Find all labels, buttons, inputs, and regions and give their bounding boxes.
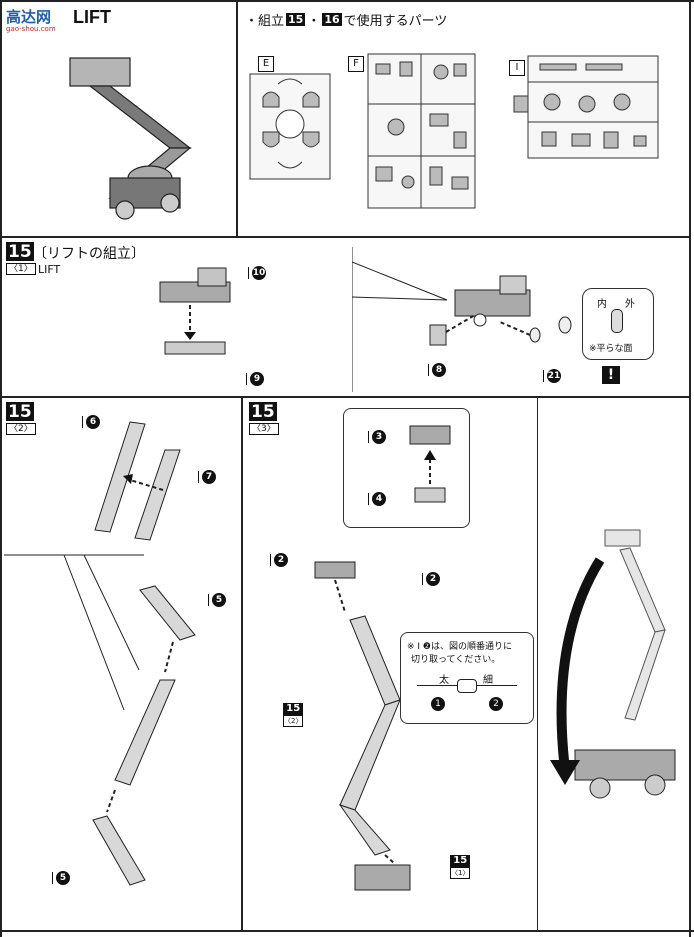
cutting-order-note: ※ I ❷は、図の順番通りに 切り取ってください。 太 細 1 2 [400, 632, 534, 724]
zoom-lines-15-2 [4, 554, 144, 711]
zoom-lines-15-1 [352, 247, 448, 392]
part-ref-8: 8 [428, 363, 446, 377]
part-ref-2-left: 2 [270, 553, 288, 567]
step-15-1-subtag: 〈1〉 [6, 263, 36, 275]
part-ref-2-right: 2 [422, 572, 440, 586]
divider-step2-3 [241, 397, 243, 932]
part-ref-4: 4 [368, 492, 386, 506]
part-ref-6: 6 [82, 415, 100, 429]
panel-border-right [689, 0, 691, 937]
step-15-1-number: 15 [6, 242, 34, 262]
runner-label-i: I [509, 60, 525, 76]
parts-used-heading: ・組立 15 ・ 16 で使用するパーツ [245, 13, 448, 29]
part-ref-3: 3 [368, 430, 386, 444]
step-15-1-sublabel: LIFT [38, 263, 61, 276]
part-ref-21: 21 [543, 369, 561, 383]
runner-i [513, 55, 659, 159]
part-ref-10: 10 [248, 266, 266, 280]
watermark-logo: 高达网 gao-shou.com [6, 8, 56, 33]
panel-border-bottom [0, 930, 694, 932]
runner-label-e: E [258, 56, 274, 72]
inner-outer-indicator: 内 外 ※平らな面 [582, 288, 654, 360]
lift-illustration [69, 57, 192, 220]
runner-label-f: F [348, 56, 364, 72]
step-15-2-number: 15 [6, 402, 34, 422]
divider-step1 [0, 396, 691, 398]
part-ref-5-bottom: 5 [52, 871, 70, 885]
part-ref-9: 9 [246, 372, 264, 386]
runner-f [367, 53, 476, 209]
caution-icon: ! [602, 366, 620, 384]
panel-border-top [0, 0, 694, 2]
step-15-1-title: 〔リフトの組立〕 [33, 246, 145, 262]
runner-e [249, 73, 331, 180]
ref-step-15-1: 15 〈1〉 [450, 855, 471, 879]
callout-platform-diagram [409, 425, 451, 503]
divider-header-vertical [236, 0, 238, 237]
result-lift-diagram [550, 529, 676, 799]
part-ref-5-top: 5 [208, 593, 226, 607]
step-15-2-arms-diagram [94, 421, 181, 541]
step-15-3-boom-diagram [314, 561, 411, 891]
panel-border-left [0, 0, 2, 937]
step-15-2-assembly-diagram [92, 585, 196, 886]
page-title: LIFT [73, 7, 111, 27]
divider-header [0, 236, 691, 238]
divider-step3-result [537, 397, 538, 932]
step-15-1-left-diagram [159, 267, 231, 355]
ref-step-15-2: 15 〈2〉 [283, 703, 304, 727]
step-15-2-subtag: 〈2〉 [6, 423, 36, 435]
step-15-3-number: 15 [249, 402, 277, 422]
step-15-1-right-diagram [429, 275, 572, 346]
part-ref-7: 7 [198, 470, 216, 484]
step-15-3-subtag: 〈3〉 [249, 423, 279, 435]
